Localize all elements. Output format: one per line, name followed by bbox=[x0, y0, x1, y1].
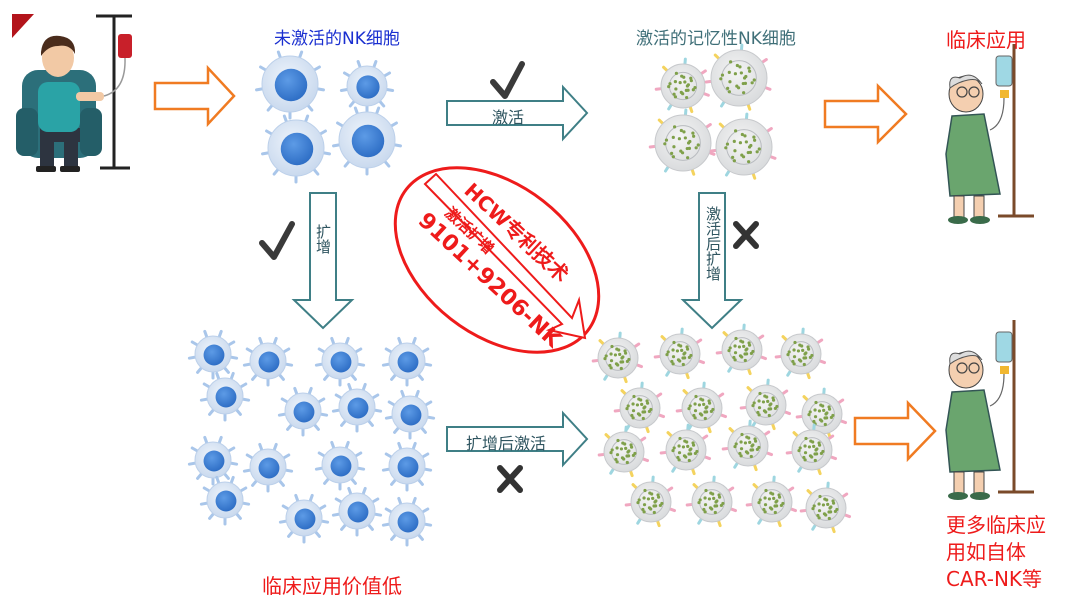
more-line-3: CAR-NK等 bbox=[946, 567, 1043, 591]
nk-cell bbox=[261, 114, 331, 184]
nk-cell bbox=[187, 329, 239, 380]
more-clinical-label: 更多临床应 用如自体 CAR-NK等 bbox=[946, 512, 1046, 593]
activate-then-expand-label: 激活后扩增 bbox=[704, 206, 722, 281]
memory-nk-cell bbox=[785, 423, 837, 476]
memory-nk-cell bbox=[675, 381, 727, 434]
elderly-patient-icon bbox=[945, 320, 1034, 500]
elderly-patient-icon bbox=[945, 44, 1034, 224]
expand-arrow bbox=[291, 192, 355, 330]
activate-arrow bbox=[446, 84, 589, 142]
check-icon bbox=[259, 221, 295, 260]
unactivated-nk-label: 未激活的NK细胞 bbox=[274, 29, 400, 49]
cross-icon bbox=[733, 221, 759, 249]
expanded-unactivated-cells bbox=[187, 329, 436, 547]
nk-cell bbox=[332, 106, 402, 176]
nk-cell bbox=[331, 382, 383, 433]
orange-arrow-1 bbox=[153, 64, 236, 128]
memory-nk-cell bbox=[654, 57, 710, 114]
expand-then-activate-label: 扩增后激活 bbox=[466, 434, 547, 453]
more-line-2: 用如自体 bbox=[946, 540, 1026, 564]
memory-nk-cell bbox=[795, 387, 847, 440]
low-value-label: 临床应用价值低 bbox=[262, 574, 402, 598]
expand-label: 扩增 bbox=[314, 224, 332, 254]
memory-nk-cell bbox=[613, 381, 665, 434]
nk-cell bbox=[242, 336, 294, 387]
patient-icon bbox=[12, 14, 140, 176]
nk-cell bbox=[381, 441, 433, 492]
nk-cell bbox=[278, 493, 330, 544]
more-line-1: 更多临床应 bbox=[946, 513, 1046, 537]
nk-cell bbox=[255, 50, 325, 120]
clinical-label: 临床应用 bbox=[946, 28, 1026, 52]
memory-nk-cell bbox=[591, 331, 643, 384]
memory-nk-cell bbox=[745, 475, 797, 528]
memory-nk-cell bbox=[715, 323, 767, 376]
nk-cell bbox=[199, 371, 251, 422]
memory-nk-cell bbox=[685, 475, 737, 528]
nk-cell bbox=[381, 496, 433, 547]
nk-cell bbox=[242, 442, 294, 493]
nk-cell bbox=[339, 60, 395, 114]
memory-nk-cell bbox=[799, 481, 851, 534]
unactivated-cells bbox=[255, 50, 402, 184]
check-icon bbox=[490, 61, 525, 99]
expanded-memory-cells bbox=[591, 323, 851, 534]
memory-nk-cell bbox=[624, 475, 676, 528]
memory-nk-cell bbox=[597, 425, 649, 478]
activate-then-expand-arrow bbox=[680, 192, 744, 330]
memory-nk-cell bbox=[709, 112, 777, 180]
memory-nk-label: 激活的记忆性NK细胞 bbox=[636, 29, 796, 49]
nk-cell bbox=[381, 336, 433, 387]
cross-icon bbox=[497, 465, 523, 493]
orange-arrow-3 bbox=[853, 399, 937, 463]
nk-cell bbox=[384, 389, 436, 440]
memory-nk-cell bbox=[774, 327, 826, 380]
memory-nk-cell bbox=[704, 43, 772, 111]
nk-cell bbox=[187, 435, 239, 486]
memory-nk-cell bbox=[653, 327, 705, 380]
memory-nk-cell bbox=[648, 108, 716, 176]
nk-cell bbox=[314, 336, 366, 387]
memory-nk-cell bbox=[739, 378, 791, 431]
nk-cell bbox=[314, 440, 366, 491]
memory-cells bbox=[648, 43, 777, 180]
orange-arrow-2 bbox=[823, 82, 908, 146]
expand-then-activate-arrow bbox=[446, 410, 589, 468]
nk-cell bbox=[331, 486, 383, 537]
nk-cell bbox=[199, 475, 251, 526]
memory-nk-cell bbox=[721, 419, 773, 472]
nk-cell bbox=[277, 386, 329, 437]
memory-nk-cell bbox=[659, 423, 711, 476]
activate-label: 激活 bbox=[492, 108, 525, 127]
